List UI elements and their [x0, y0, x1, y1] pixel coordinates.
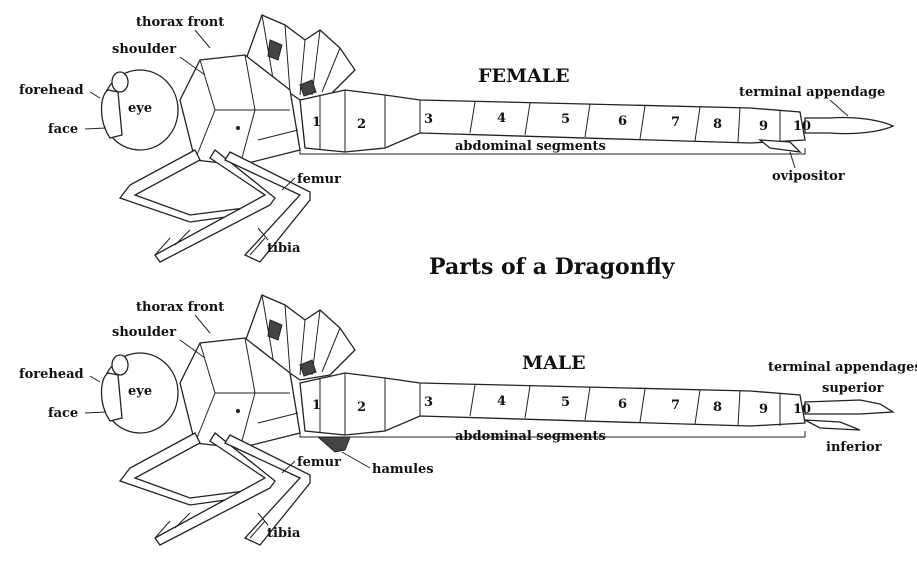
- female-dragonfly: 1 2 3 4 5 6 7 8 9 10 FEMALE thorax front…: [19, 15, 893, 262]
- female-segment-2: 2: [357, 117, 366, 132]
- male-label-eye: eye: [128, 384, 152, 399]
- female-segment-7: 7: [671, 115, 680, 130]
- female-label-ovipositor: ovipositor: [772, 169, 845, 184]
- male-label-forehead: forehead: [19, 367, 84, 382]
- male-segment-2: 2: [357, 400, 366, 415]
- female-label-femur: femur: [297, 172, 341, 187]
- male-label-face: face: [48, 406, 78, 421]
- female-label-abdominal-segments: abdominal segments: [455, 139, 606, 154]
- male-label-tibia: tibia: [267, 526, 301, 541]
- female-label-forehead: forehead: [19, 83, 84, 98]
- male-label-terminal-appendages: terminal appendages: [768, 360, 917, 375]
- male-label-thorax-front: thorax front: [136, 300, 224, 315]
- male-segment-6: 6: [618, 397, 627, 412]
- female-segment-1: 1: [312, 115, 321, 130]
- male-dragonfly: 1 2 3 4 5 6 7 8 9 10 MALE thorax front s…: [19, 295, 917, 545]
- female-heading: FEMALE: [478, 65, 570, 87]
- female-segment-8: 8: [713, 117, 722, 132]
- male-hamules-shape: [318, 437, 350, 452]
- diagram-title: Parts of a Dragonfly: [429, 254, 676, 280]
- male-label-femur: femur: [297, 455, 341, 470]
- male-segment-1: 1: [312, 398, 321, 413]
- male-segment-7: 7: [671, 398, 680, 413]
- male-segment-4: 4: [497, 394, 506, 409]
- female-label-tibia: tibia: [267, 241, 301, 256]
- female-segment-5: 5: [561, 112, 570, 127]
- female-label-face: face: [48, 122, 78, 137]
- female-label-shoulder: shoulder: [112, 42, 176, 57]
- male-segment-8: 8: [713, 400, 722, 415]
- male-segment-3: 3: [424, 395, 433, 410]
- female-segment-4: 4: [497, 111, 506, 126]
- female-label-eye: eye: [128, 101, 152, 116]
- female-label-thorax-front: thorax front: [136, 15, 224, 30]
- male-label-inferior: inferior: [826, 440, 882, 455]
- male-label-hamules: hamules: [372, 462, 434, 477]
- male-label-superior: superior: [822, 381, 884, 396]
- male-segment-5: 5: [561, 395, 570, 410]
- female-segment-3: 3: [424, 112, 433, 127]
- male-heading: MALE: [522, 352, 586, 374]
- male-label-shoulder: shoulder: [112, 325, 176, 340]
- male-label-abdominal-segments: abdominal segments: [455, 429, 606, 444]
- male-segment-9: 9: [759, 402, 768, 417]
- male-segment-10: 10: [793, 402, 811, 417]
- female-segment-9: 9: [759, 119, 768, 134]
- female-segment-6: 6: [618, 114, 627, 129]
- female-label-terminal-appendage: terminal appendage: [739, 85, 885, 100]
- female-segment-10: 10: [793, 119, 811, 134]
